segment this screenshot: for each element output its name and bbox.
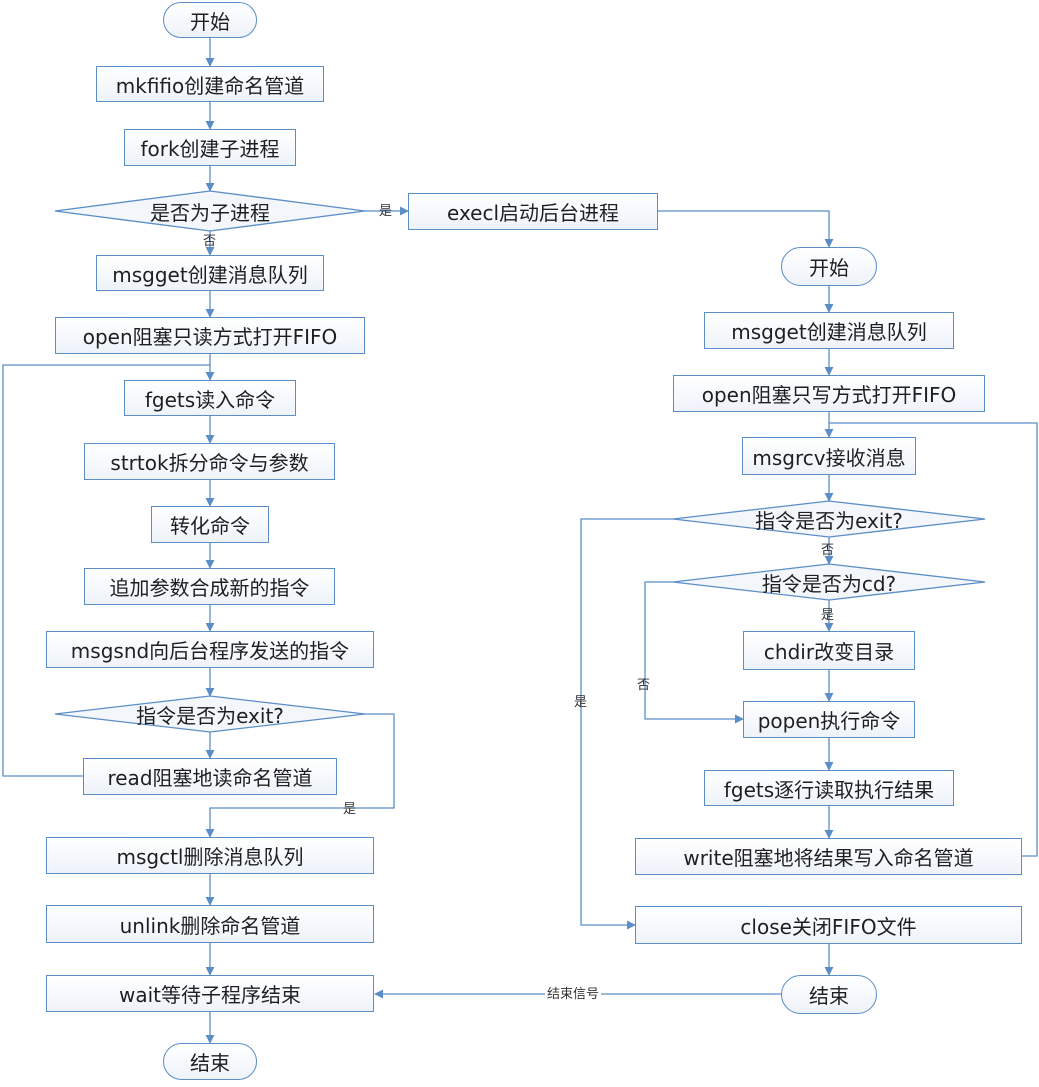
label-yes-child: 是 — [379, 204, 393, 219]
label-yes-exit-left: 是 — [343, 802, 357, 817]
right-close: close关闭FIFO文件 — [635, 906, 1022, 944]
edge-execl-start — [658, 210, 834, 248]
left-read: read阻塞地读命名管道 — [83, 758, 337, 795]
edge-read-loop-fgets — [2, 364, 210, 777]
decision-cd-shape — [672, 563, 986, 601]
left-start: 开始 — [163, 2, 257, 38]
label-no-exit-right: 否 — [821, 543, 835, 558]
right-popen: popen执行命令 — [743, 701, 915, 738]
label-end-signal: 结束信号 — [545, 987, 602, 1002]
edge-iscd-no-popen — [644, 581, 744, 724]
right-decision-is-exit: 指令是否为exit? — [755, 508, 903, 533]
right-decision-is-cd: 指令是否为cd? — [761, 571, 897, 596]
label-yes-exit-right: 是 — [574, 695, 588, 710]
right-msgrcv: msgrcv接收消息 — [742, 437, 916, 475]
right-end: 结束 — [781, 975, 877, 1014]
left-fork: fork创建子进程 — [124, 129, 296, 166]
right-fgets: fgets逐行读取执行结果 — [704, 770, 954, 806]
left-mkfifo: mkfifio创建命名管道 — [96, 66, 324, 102]
label-no-child: 否 — [203, 234, 217, 249]
left-decision-is-exit: 指令是否为exit? — [136, 703, 284, 728]
left-strtok: strtok拆分命令与参数 — [84, 443, 335, 480]
edge-write-loop-msgrcv — [829, 422, 1038, 857]
right-write: write阻塞地将结果写入命名管道 — [635, 838, 1022, 875]
right-chdir: chdir改变目录 — [743, 631, 915, 670]
left-decision-is-child: 是否为子进程 — [150, 200, 270, 225]
left-msgget: msgget创建消息队列 — [96, 255, 324, 291]
left-append: 追加参数合成新的指令 — [84, 568, 335, 605]
label-yes-cd: 是 — [821, 608, 835, 623]
edge-isexit-yes-msgctl — [205, 713, 395, 838]
right-msgget: msgget创建消息队列 — [704, 312, 954, 349]
decision-exit-right-shape — [672, 500, 986, 538]
left-unlink: unlink删除命名管道 — [46, 905, 374, 943]
left-convert: 转化命令 — [151, 506, 269, 543]
right-execl: execl启动后台进程 — [408, 193, 658, 230]
left-wait: wait等待子程序结束 — [46, 975, 374, 1012]
left-msgsnd: msgsnd向后台程序发送的指令 — [46, 631, 374, 668]
right-start: 开始 — [781, 247, 877, 286]
left-open-read: open阻塞只读方式打开FIFO — [55, 317, 365, 354]
right-open-write: open阻塞只写方式打开FIFO — [673, 375, 985, 412]
edge-isexit-yes-close — [580, 518, 673, 930]
left-end: 结束 — [163, 1043, 257, 1080]
left-msgctl: msgctl删除消息队列 — [46, 837, 374, 874]
left-fgets: fgets读入命令 — [124, 380, 296, 416]
label-no-cd: 否 — [637, 678, 651, 693]
